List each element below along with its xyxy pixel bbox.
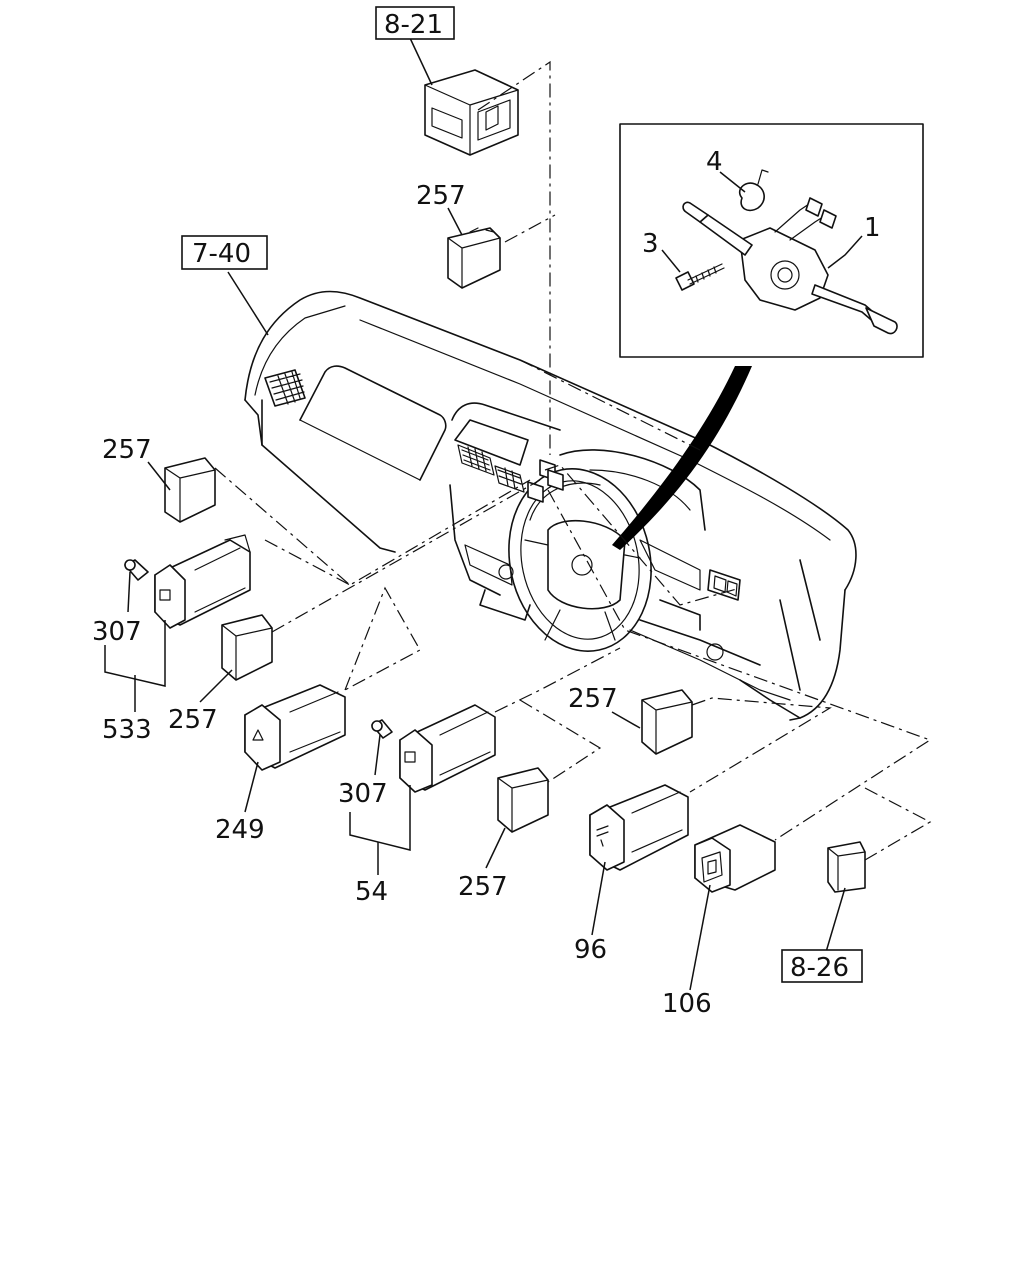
- switch-106: [694, 824, 776, 893]
- upper-module: [409, 37, 519, 156]
- label-257-left: 257: [102, 435, 152, 465]
- switch-533: [154, 534, 251, 629]
- bulb-307-center: [371, 719, 393, 739]
- ref-8-26[interactable]: 8-26: [781, 949, 863, 983]
- label-307-center: 307: [338, 779, 388, 809]
- label-3: 3: [642, 229, 659, 259]
- switch-54: [399, 704, 496, 793]
- ref-8-21[interactable]: 8-21: [375, 6, 455, 40]
- label-257-center: 257: [458, 872, 508, 902]
- instrument-panel: [244, 290, 857, 721]
- label-257-right: 257: [568, 684, 618, 714]
- label-249: 249: [215, 815, 265, 845]
- label-257-mid: 257: [168, 705, 218, 735]
- blank-cover-257-top: [447, 227, 501, 289]
- ref-8-21-text: 8-21: [384, 10, 443, 40]
- label-1: 1: [864, 213, 881, 243]
- label-533: 533: [102, 715, 152, 745]
- switch-96: [589, 784, 689, 871]
- ref-7-40-text: 7-40: [192, 239, 251, 269]
- combination-switch-inset: 4 3 1: [612, 123, 924, 550]
- label-54: 54: [355, 877, 388, 907]
- blank-cover-257-left: [164, 457, 216, 523]
- assembly-lines: [214, 60, 932, 861]
- ref-8-26-text: 8-26: [790, 953, 849, 983]
- blank-cover-257-mid: [221, 614, 273, 681]
- label-307-left: 307: [92, 617, 142, 647]
- cover-8-26: [827, 841, 866, 893]
- leader-lines: [104, 207, 846, 991]
- blank-cover-257-center: [497, 767, 549, 833]
- label-106: 106: [662, 989, 712, 1019]
- label-4: 4: [706, 147, 723, 177]
- label-96: 96: [574, 935, 607, 965]
- label-257-top: 257: [416, 181, 466, 211]
- ref-7-40[interactable]: 7-40: [181, 235, 268, 270]
- bulb-307-left: [124, 559, 149, 581]
- switch-249: [244, 684, 346, 771]
- blank-cover-257-right: [641, 689, 693, 755]
